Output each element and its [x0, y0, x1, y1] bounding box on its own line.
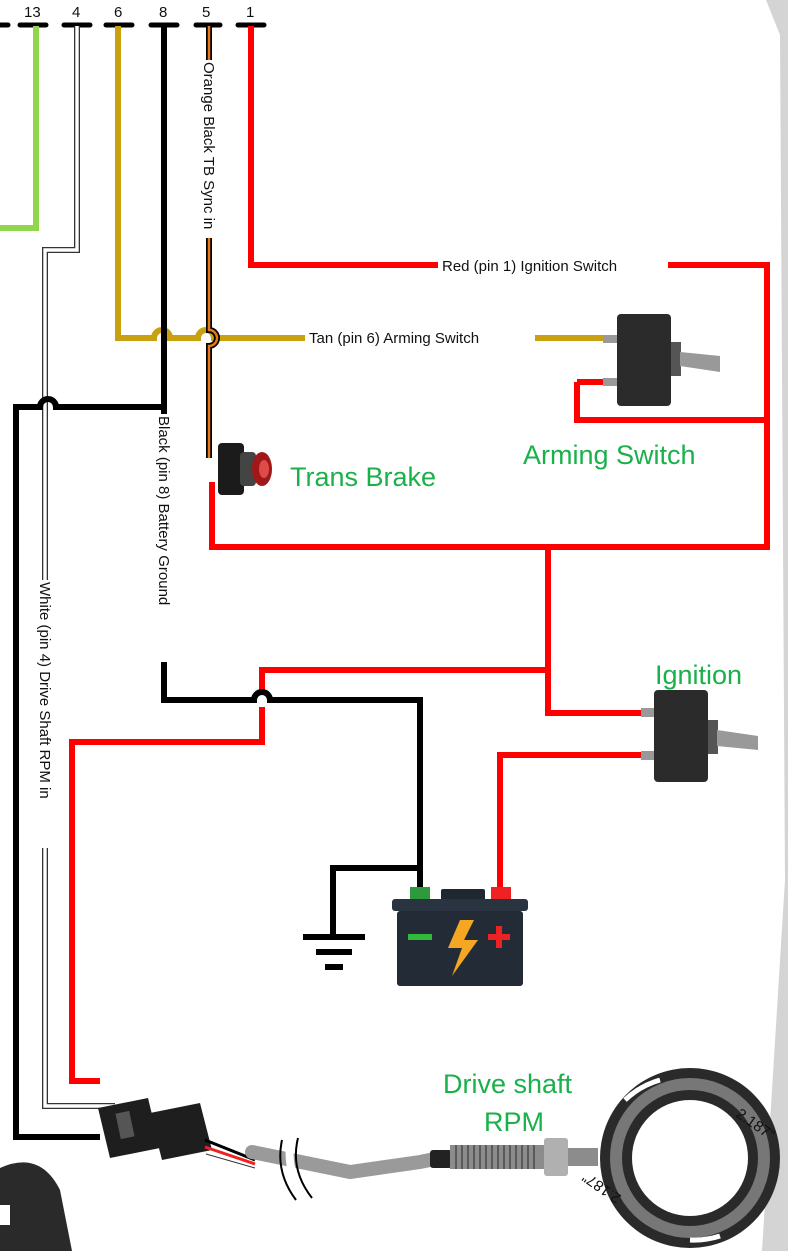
rpm-sensor-icon: [430, 1138, 598, 1176]
label-trans-brake: Trans Brake: [290, 462, 436, 492]
pin-label-4: 4: [72, 4, 80, 21]
label-tan-wire: Tan (pin 6) Arming Switch: [309, 330, 479, 347]
pin-header: 13 4 6 8 5 1: [0, 4, 267, 28]
label-black-wire: Black (pin 8) Battery Ground: [155, 416, 172, 605]
label-orange-wire: Orange Black TB Sync in: [200, 62, 217, 229]
sensor-cable: [245, 1137, 447, 1201]
pin-label-1: 1: [246, 4, 254, 21]
wire-tan-pin6: [115, 26, 606, 341]
wire-red-ignition: [69, 26, 770, 1084]
wire-white-pin4: [42, 26, 115, 1109]
sensor-connector-icon: [98, 1098, 256, 1170]
sensor-thread: [455, 1145, 535, 1169]
pin-label-8: 8: [159, 4, 167, 21]
label-drive-shaft: Drive shaft: [443, 1069, 573, 1099]
wire-green-pin13: [0, 26, 39, 231]
trigger-wheel-icon: 2.187" 2.187": [579, 1068, 780, 1248]
trans-brake-button-icon: [218, 443, 272, 495]
wire-black-pin8: [13, 26, 423, 1140]
label-rpm: RPM: [484, 1107, 544, 1137]
pin-label-5: 5: [202, 4, 210, 21]
pin-label-13: 13: [24, 4, 41, 21]
right-edge-panel: [762, 0, 788, 1251]
arming-switch-icon: [603, 314, 720, 406]
ignition-switch-icon: [641, 690, 758, 782]
ecu-corner-object: [0, 1162, 72, 1251]
ground-symbol: [303, 934, 365, 970]
label-red-wire: Red (pin 1) Ignition Switch: [442, 258, 617, 275]
battery-icon: [392, 887, 528, 986]
pin-label-6: 6: [114, 4, 122, 21]
label-white-wire: White (pin 4) Drive Shaft RPM in: [36, 582, 53, 799]
label-ignition: Ignition: [655, 660, 742, 690]
wire-orange-pin5: [206, 26, 220, 458]
label-arming-switch: Arming Switch: [523, 440, 696, 470]
